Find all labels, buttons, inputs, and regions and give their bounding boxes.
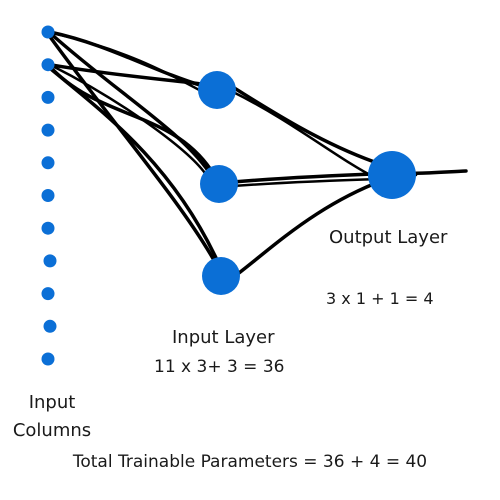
input-columns-label: Input Columns (0, 389, 104, 445)
input-node-5 (41, 156, 55, 170)
input-node-3 (41, 90, 55, 104)
edge-output-tail (408, 169, 468, 175)
output-layer-params-equation: 3 x 1 + 1 = 4 (326, 289, 434, 308)
total-trainable-parameters: Total Trainable Parameters = 36 + 4 = 40 (72, 452, 428, 472)
input-layer-params-equation: 11 x 3+ 3 = 36 (154, 357, 285, 377)
input-node-9 (41, 287, 55, 301)
input-node-8 (43, 254, 57, 268)
input-node-10 (43, 319, 57, 333)
edge-input1-hidden2 (48, 31, 211, 174)
input-columns-label-line2: Columns (12, 420, 92, 441)
hidden-node-2 (200, 165, 238, 203)
edge-input2-hidden2-stroke2 (50, 64, 209, 178)
input-columns-label-line1: Input (28, 392, 76, 413)
output-layer-label: Output Layer (329, 227, 448, 248)
input-node-1 (41, 25, 55, 39)
edge-input2-hidden1 (48, 62, 203, 86)
input-node-4 (41, 123, 55, 137)
hidden-node-1 (198, 71, 236, 109)
hidden-node-3 (202, 257, 240, 295)
input-node-11 (41, 352, 55, 366)
edge-input2-hidden3 (46, 64, 219, 262)
input-layer-label: Input Layer (172, 327, 275, 348)
input-node-6 (41, 189, 55, 202)
input-node-7 (41, 221, 55, 235)
edge-hidden1-output-stroke2 (231, 90, 376, 179)
edge-input1-hidden1-stroke2 (50, 31, 205, 94)
input-node-2 (41, 58, 55, 72)
edge-hidden1-output (229, 84, 398, 171)
output-node-1 (368, 151, 416, 199)
network-nodes (41, 25, 416, 366)
